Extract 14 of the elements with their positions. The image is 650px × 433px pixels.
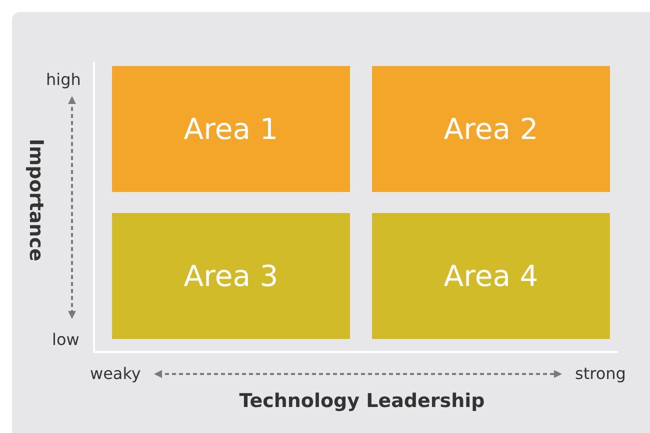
quadrant-box — [372, 66, 610, 192]
axis-label: high — [46, 70, 81, 89]
quadrant-box — [112, 213, 350, 339]
axis-label: weaky — [90, 364, 141, 383]
axis-label: strong — [575, 364, 626, 383]
quadrant-label: Area 1 — [184, 112, 278, 146]
quadrant-label: Area 3 — [184, 259, 278, 293]
axis-title: Importance — [25, 138, 47, 262]
quadrant-box — [372, 213, 610, 339]
quadrant-box — [112, 66, 350, 192]
axis-label: low — [52, 330, 80, 349]
axis-title: Technology Leadership — [239, 390, 485, 412]
quadrant-label: Area 4 — [444, 259, 538, 293]
quadrant-label: Area 2 — [444, 112, 538, 146]
